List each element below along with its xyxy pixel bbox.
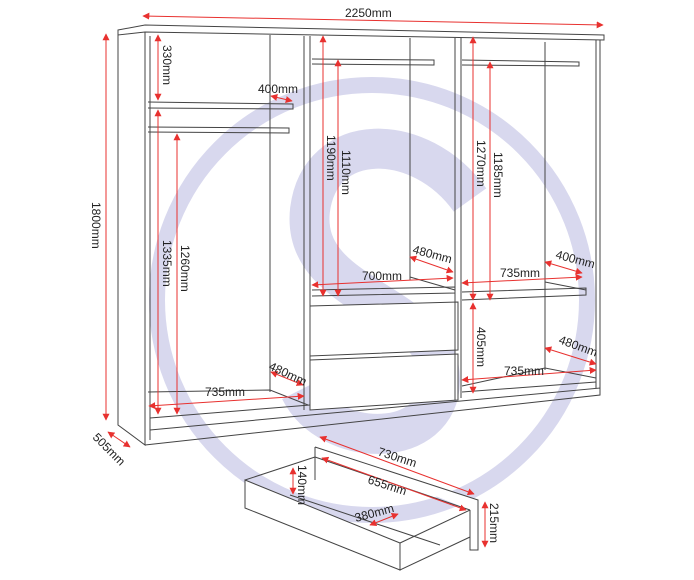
right-base-width-label: 735mm	[504, 364, 544, 378]
left-shelf-to-base-label: 1335mm	[160, 240, 174, 287]
left-rail-to-base-label: 1260mm	[178, 245, 192, 292]
drawer-inner-height-label: 140mm	[295, 465, 309, 505]
right-rail-to-shelf-label: 1185mm	[491, 152, 505, 198]
left-base-width-label: 735mm	[205, 385, 245, 399]
watermark-logo-icon	[149, 77, 595, 523]
right-shelf-width-label: 735mm	[500, 266, 540, 280]
drawer-front-top	[309, 301, 459, 357]
drawer-front-height-label: 215mm	[487, 503, 501, 543]
middle-shelf-width-label: 700mm	[362, 269, 402, 283]
left-top-gap-label: 330mm	[160, 45, 174, 85]
right-lower-height-label: 405mm	[474, 327, 488, 367]
drawer-front-bottom	[309, 353, 459, 411]
right-top-to-shelf-label: 1270mm	[474, 140, 488, 187]
overall-height-label: 1800mm	[89, 202, 103, 249]
left-shelf-depth-label: 400mm	[258, 82, 298, 96]
middle-top-to-shelf-label: 1190mm	[324, 135, 338, 181]
overall-width-label: 2250mm	[345, 6, 392, 20]
middle-shelf-depth-label: 480mm	[411, 242, 453, 266]
left-base-depth-label: 480mm	[267, 359, 309, 389]
wardrobe-body	[117, 24, 605, 446]
middle-rail-to-shelf-label: 1110mm	[339, 150, 353, 195]
dimension-arrows	[102, 12, 604, 548]
overall-depth-label: 505mm	[90, 430, 128, 468]
